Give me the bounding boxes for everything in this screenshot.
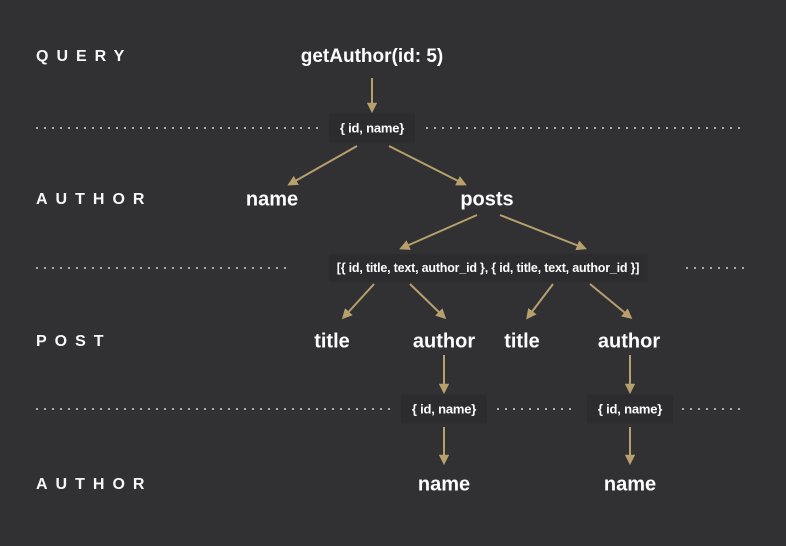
arrow-array-to-title-1 — [341, 283, 375, 320]
node-post1-field-author: author — [412, 330, 476, 353]
node-post2-author-resolver-result: { id, name} — [586, 394, 674, 424]
node-post1-field-title: title — [314, 330, 350, 353]
node-post2-field-author: author — [597, 330, 661, 353]
row-label-query: QUERY — [36, 48, 133, 65]
arrow-resolver-to-name — [287, 145, 358, 186]
row-label-author: AUTHOR — [36, 191, 153, 208]
row-label-author-2: AUTHOR — [36, 476, 153, 493]
node-author-field-name: name — [245, 188, 299, 211]
arrow-resolver-to-posts — [388, 145, 467, 186]
node-post2-author-field-name: name — [603, 473, 657, 496]
node-query-resolver-result: { id, name} — [328, 113, 416, 143]
arrow-posts-to-array-right — [499, 214, 587, 251]
arrow-array-to-title-2 — [526, 283, 554, 320]
row-label-post: POST — [36, 333, 112, 350]
node-query-field: getAuthor(id: 5) — [300, 46, 444, 67]
arrow-array-to-author-2 — [589, 283, 633, 319]
arrow-posts-to-array-left — [399, 214, 478, 250]
node-posts-resolver-result: [{ id, title, text, author_id }, { id, t… — [328, 254, 648, 282]
node-author-field-posts: posts — [460, 188, 514, 211]
node-post2-field-title: title — [504, 330, 540, 353]
arrow-array-to-author-1 — [409, 283, 447, 320]
node-post1-author-resolver-result: { id, name} — [400, 394, 488, 424]
node-post1-author-field-name: name — [417, 473, 471, 496]
